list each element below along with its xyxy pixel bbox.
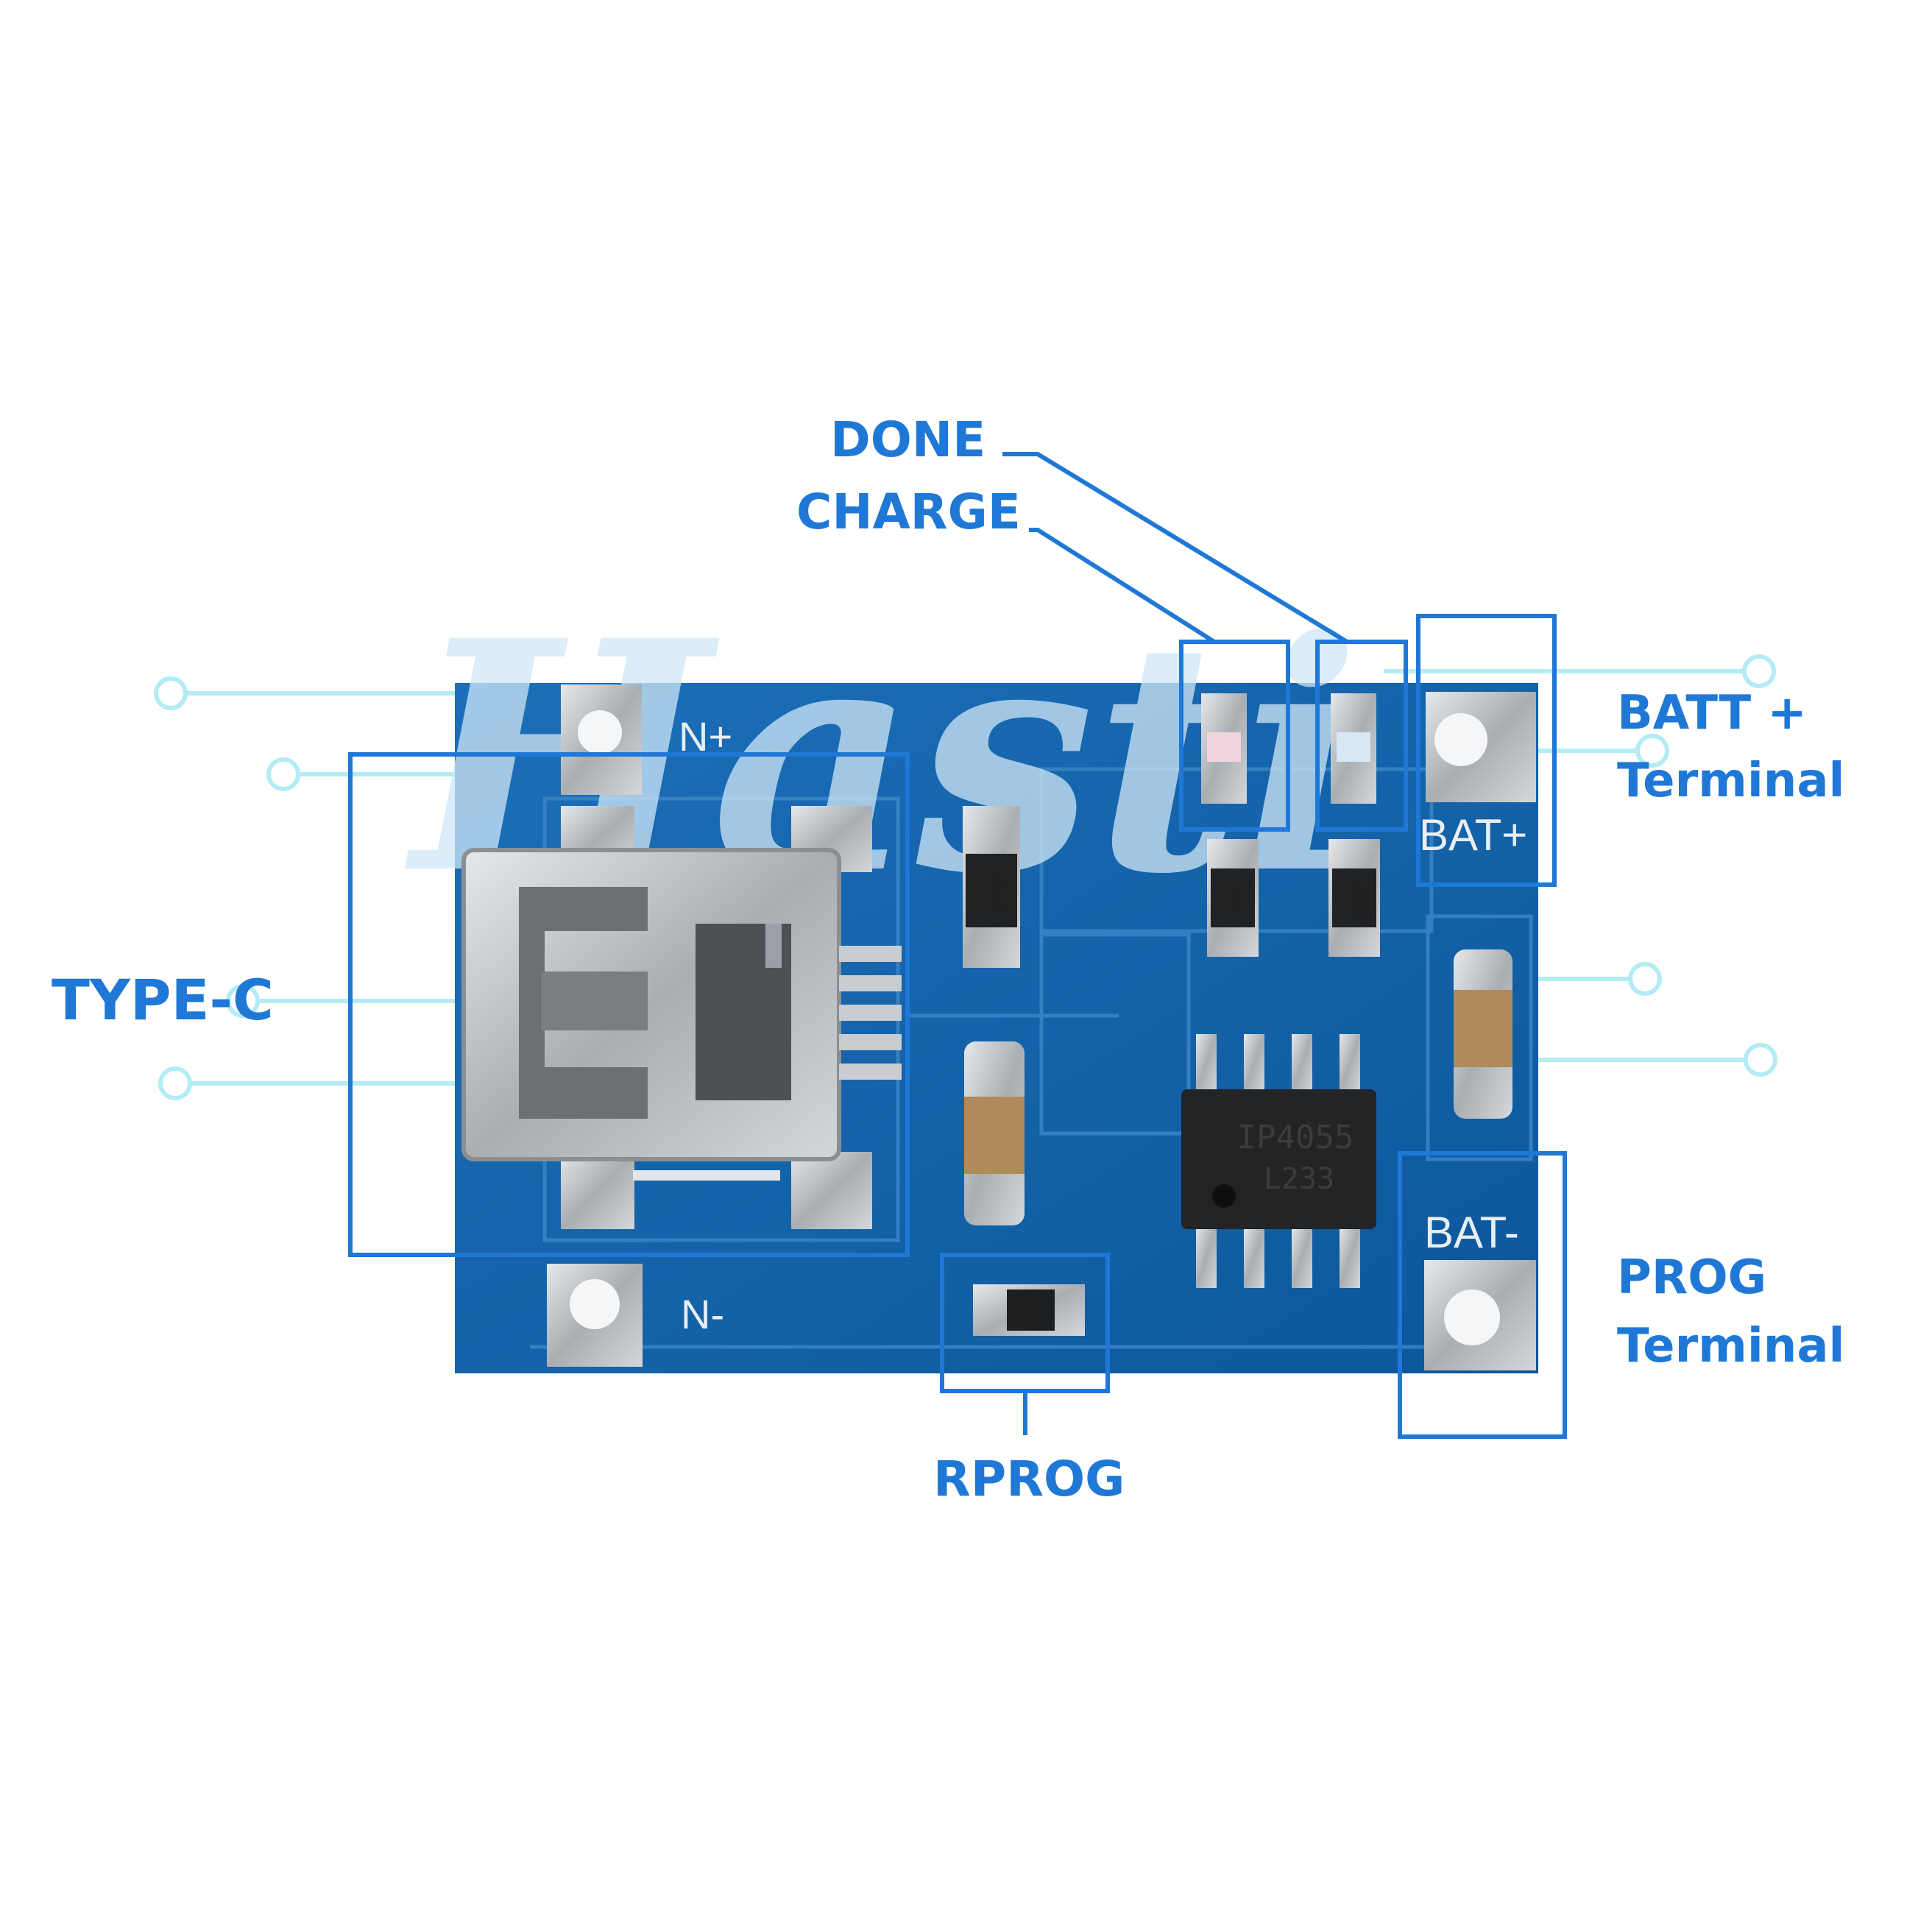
callout-prog: PROG [1617,1250,1766,1305]
callout-charge: CHARGE [796,484,1021,540]
svg-text:2K00: 2K00 [986,868,1008,914]
leader-lines [1002,452,1348,1435]
silk-n-plus: N+ [679,713,732,760]
silk-bat-minus: BAT- [1424,1208,1519,1257]
rprog-resistor: 221 [973,1284,1085,1336]
callout-type-c: TYPE-C [52,967,274,1033]
callout-done: DONE [830,411,986,468]
silk-bat-plus: BAT+ [1419,810,1527,860]
svg-text:L233: L233 [1264,1162,1334,1196]
resistor-2k: 2K00 [963,806,1020,968]
usb-connector [461,806,902,1229]
svg-text:IP4055: IP4055 [1237,1119,1354,1156]
svg-text:1K02: 1K02 [1228,880,1247,919]
callout-rprog: RPROG [933,1451,1125,1507]
done-led [1331,693,1376,804]
done-led-highlight-box [1315,640,1408,832]
type-c-highlight-box [348,752,910,1257]
svg-text:1K00: 1K00 [1350,880,1368,919]
prog-highlight-box [1398,1151,1567,1439]
charge-led [1201,693,1247,804]
resistor-1k00: 1K00 [1328,839,1380,957]
ic-chip: IP4055 L233 [1181,1034,1376,1288]
highlight-boxes [348,614,1567,1439]
batt-plus-highlight-box [1416,614,1557,887]
silk-n-minus: N- [681,1291,724,1337]
charge-led-highlight-box [1179,640,1290,832]
corner-pads [547,684,1536,1370]
resistor-1k02: 1K02 [1207,839,1259,957]
capacitor-left [964,1041,1025,1225]
callout-batt-plus-terminal: Terminal [1617,754,1844,808]
svg-text:221: 221 [1012,1298,1050,1323]
capacitor-right [1454,949,1512,1119]
callout-prog-terminal: Terminal [1617,1319,1844,1373]
callout-batt-plus: BATT + [1617,686,1807,740]
